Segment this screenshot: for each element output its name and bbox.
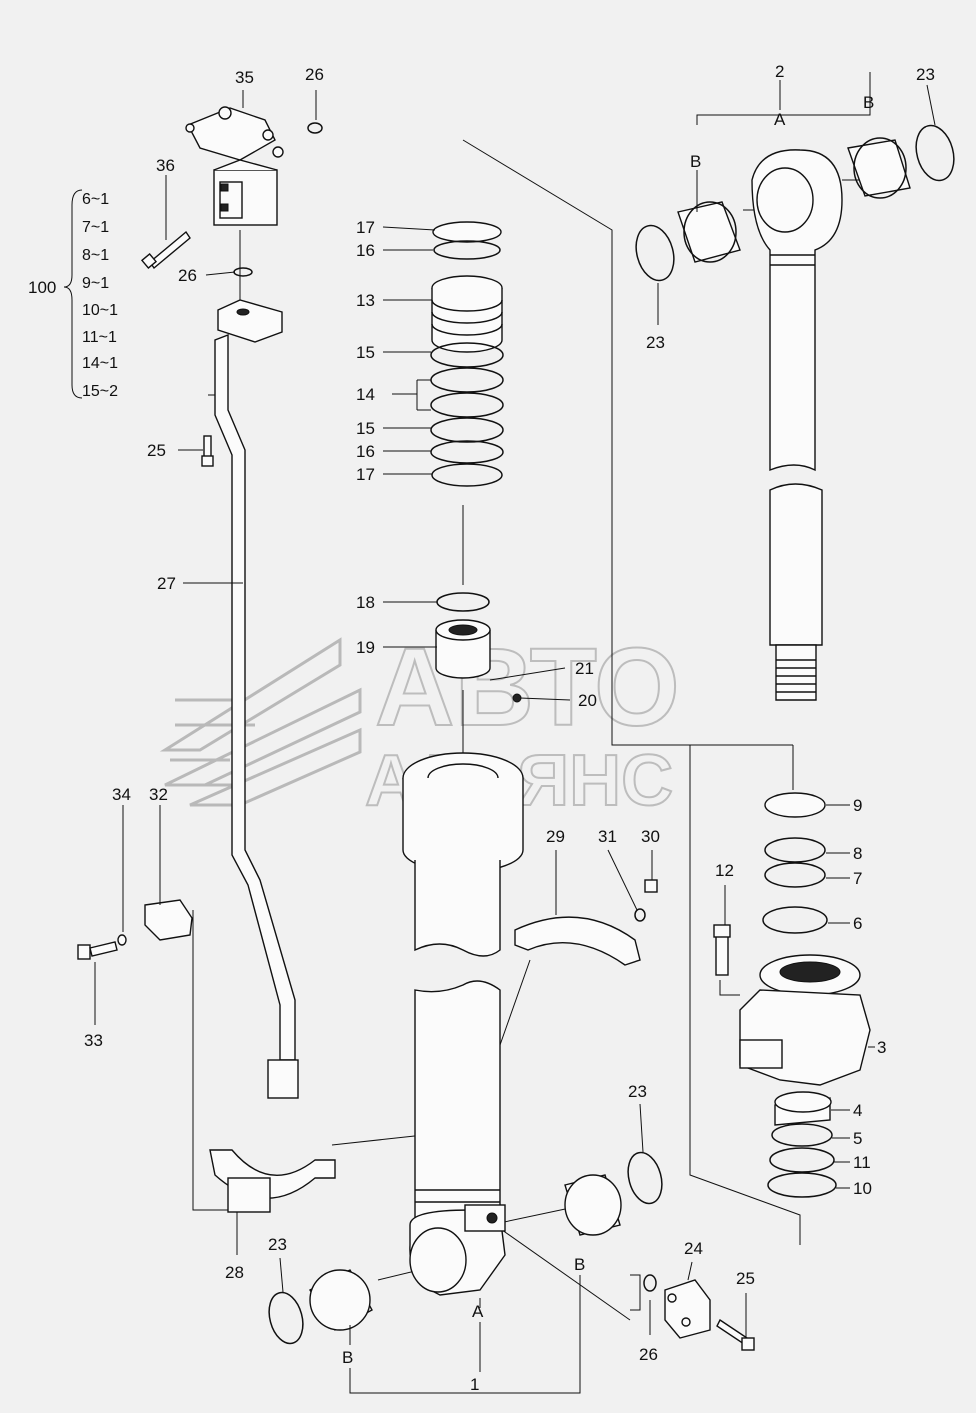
callout-30: 30: [641, 827, 660, 846]
callout-15: 15: [356, 419, 375, 438]
rod: [751, 149, 843, 701]
callout-35: 35: [235, 68, 254, 87]
callout-23: 23: [916, 65, 935, 84]
callout-2: 2: [775, 62, 784, 81]
kit-item: 10~1: [82, 302, 118, 319]
marker-a-top: A: [774, 110, 786, 129]
callout-7: 7: [853, 869, 862, 888]
rings-23: [268, 124, 955, 1345]
kit-item: 11~1: [82, 329, 117, 346]
callout-10: 10: [853, 1179, 872, 1198]
clamp-28: [209, 1149, 336, 1213]
marker-b-top-right: B: [863, 93, 874, 112]
callout-14: 14: [356, 385, 375, 404]
callout-20: 20: [578, 691, 597, 710]
block-24: [643, 1274, 755, 1351]
callout-5: 5: [853, 1129, 862, 1148]
o-ring-26-mid: [233, 267, 253, 277]
rod-seals: [762, 792, 828, 934]
bolt-36: [140, 230, 191, 270]
marker-b-bottom-right: B: [574, 1255, 585, 1274]
callout-25: 25: [736, 1269, 755, 1288]
callout-9: 9: [853, 796, 862, 815]
callout-26: 26: [178, 266, 197, 285]
callout-11: 11: [853, 1153, 871, 1172]
callout-25: 25: [147, 441, 166, 460]
callout-16: 16: [356, 442, 375, 461]
callout-18: 18: [356, 593, 375, 612]
callout-numbers: 35 26 36 26 25 27 17 16 13 15 14 15 16 1…: [84, 62, 935, 1394]
marker-a-bottom: A: [472, 1302, 484, 1321]
callout-3: 3: [877, 1038, 886, 1057]
pipe-27: [214, 299, 299, 1099]
marker-b-bottom-left: B: [342, 1348, 353, 1367]
callout-13: 13: [356, 291, 375, 310]
valve-block: [185, 106, 284, 226]
kit-brace: [63, 189, 83, 399]
callout-26: 26: [305, 65, 324, 84]
callout-24: 24: [684, 1239, 703, 1258]
callout-19: 19: [356, 638, 375, 657]
clamp-29: [514, 916, 641, 966]
clamp-32: [117, 899, 193, 946]
callout-33: 33: [84, 1031, 103, 1050]
callout-29: 29: [546, 827, 565, 846]
callout-21: 21: [575, 659, 594, 678]
callout-1: 1: [470, 1375, 479, 1394]
callout-15: 15: [356, 343, 375, 362]
piston-parts: [430, 221, 522, 703]
callout-36: 36: [156, 156, 175, 175]
callout-28: 28: [225, 1263, 244, 1282]
cylinder-head-3: [713, 924, 871, 1126]
watermark-line-1: АВТО: [375, 626, 680, 749]
callout-6: 6: [853, 914, 862, 933]
callout-26: 26: [639, 1345, 658, 1364]
marker-b-top-left: B: [690, 152, 701, 171]
bolt-25-upper: [201, 435, 214, 467]
callout-4: 4: [853, 1101, 862, 1120]
bushings: [308, 137, 911, 1331]
bolt-30-31: [634, 879, 658, 922]
callout-34: 34: [112, 785, 131, 804]
callout-17: 17: [356, 465, 375, 484]
kit-item: 9~1: [82, 275, 109, 292]
kit-items: 6~1 7~1 8~1 9~1 10~1 11~1 14~1 15~2: [82, 191, 118, 400]
leader-lines: [94, 72, 936, 1394]
callout-32: 32: [149, 785, 168, 804]
letter-markers: A B B A B B: [342, 93, 874, 1367]
callout-23: 23: [646, 333, 665, 352]
kit-item: 15~2: [82, 383, 118, 400]
kit-item: 14~1: [82, 355, 118, 372]
callout-31: 31: [598, 827, 617, 846]
head-seals: [767, 1123, 837, 1198]
o-ring-26-top: [307, 122, 323, 134]
kit-label: 100: [28, 278, 56, 297]
cylinder-tube: [402, 752, 524, 1296]
callout-23: 23: [628, 1082, 647, 1101]
kit-item: 6~1: [82, 191, 109, 208]
callout-12: 12: [715, 861, 734, 880]
callout-16: 16: [356, 241, 375, 260]
callout-8: 8: [853, 844, 862, 863]
callout-17: 17: [356, 218, 375, 237]
callout-23: 23: [268, 1235, 287, 1254]
callout-27: 27: [157, 574, 176, 593]
bolt-33: [77, 941, 118, 960]
kit-item: 7~1: [82, 219, 109, 236]
kit-item: 8~1: [82, 247, 109, 264]
